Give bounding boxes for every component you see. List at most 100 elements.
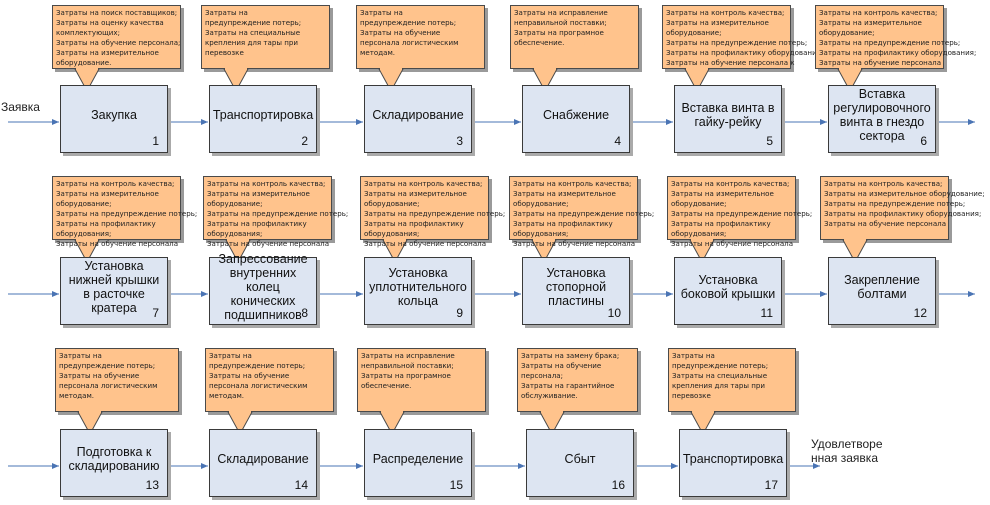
callout-pointer <box>842 239 868 264</box>
callout-text: Затраты на контроль качества; Затраты на… <box>666 8 824 67</box>
process-step: Снабжение 4 <box>522 85 630 153</box>
callout-pointer <box>74 68 100 93</box>
callout-pointer <box>223 68 249 93</box>
process-step-label: Вставка винта в гайку-рейку <box>681 100 775 129</box>
process-step-number: 7 <box>152 306 159 320</box>
callout-text: Затраты на исправление неправильной пост… <box>361 351 455 390</box>
callout-pointer <box>837 68 863 93</box>
process-step: Складирование 3 <box>364 85 472 153</box>
callout-pointer <box>382 239 408 264</box>
process-step-number: 6 <box>920 134 927 148</box>
process-step: Транспортировка 2 <box>209 85 317 153</box>
process-step: Распределение 15 <box>364 429 472 497</box>
process-step-number: 11 <box>760 306 773 320</box>
process-step-label: Закупка <box>91 107 137 122</box>
process-step: Складирование 14 <box>209 429 317 497</box>
cost-callout: Затраты на предупреждение потерь; Затрат… <box>205 348 334 436</box>
process-step-label: Установка стопорной пластины <box>545 265 607 308</box>
callout-pointer <box>684 68 710 93</box>
process-step-label: Транспортировка <box>212 107 314 122</box>
cost-callout: Затраты на замену брака; Затраты на обуч… <box>517 348 638 436</box>
process-step-number: 2 <box>301 134 308 148</box>
callout-pointer <box>531 239 557 264</box>
callout-text: Затраты на контроль качества; Затраты на… <box>671 179 813 248</box>
callout-text: Затраты на предупреждение потерь; Затрат… <box>672 351 769 400</box>
callout-text: Затраты на контроль качества; Затраты на… <box>819 8 977 67</box>
callout-text: Затраты на контроль качества; Затраты на… <box>513 179 655 248</box>
process-step-number: 17 <box>764 478 778 492</box>
callout-pointer <box>77 411 103 436</box>
process-step-label: Установка нижней крышки в расточке крате… <box>68 258 160 315</box>
cost-callout: Затраты на исправление неправильной пост… <box>510 5 639 93</box>
cost-callout: Затраты на контроль качества; Затраты на… <box>667 176 812 264</box>
callout-text: Затраты на предупреждение потерь; Затрат… <box>59 351 158 400</box>
cost-callout: Затраты на контроль качества; Затраты на… <box>509 176 654 264</box>
process-step-label: Складирование <box>372 107 464 122</box>
cost-callout: Затраты на контроль качества; Затраты на… <box>815 5 976 93</box>
process-step-label: Распределение <box>372 451 464 466</box>
callout-pointer <box>532 68 558 93</box>
process-step-number: 3 <box>456 134 463 148</box>
callout-pointer <box>690 411 716 436</box>
callout-pointer <box>539 411 565 436</box>
process-step-number: 12 <box>913 306 927 320</box>
process-step-label: Запрессование внутренних колец конически… <box>218 251 308 322</box>
callout-text: Затраты на контроль качества; Затраты на… <box>207 179 349 248</box>
process-step-label: Сбыт <box>564 451 596 466</box>
process-step-number: 9 <box>456 306 463 320</box>
callout-pointer <box>379 411 405 436</box>
process-step: Запрессование внутренних колец конически… <box>209 251 317 325</box>
process-step: Закрепление болтами 12 <box>828 257 936 325</box>
callout-text: Затраты на контроль качества; Затраты на… <box>56 179 198 248</box>
callout-text: Затраты на предупреждение потерь; Затрат… <box>209 351 308 400</box>
cost-callout: Затраты на исправление неправильной пост… <box>357 348 486 436</box>
process-step: Вставка винта в гайку-рейку 5 <box>674 85 782 153</box>
cost-callout: Затраты на предупреждение потерь; Затрат… <box>668 348 796 436</box>
cost-callout: Затраты на контроль качества; Затраты на… <box>203 176 348 264</box>
cost-callout: Затраты на контроль качества; Затраты на… <box>360 176 505 264</box>
process-step-number: 16 <box>611 478 625 492</box>
process-step-number: 8 <box>301 306 308 320</box>
cost-callout: Затраты на предупреждение потерь; Затрат… <box>356 5 485 93</box>
process-step: Подготовка к складированию 13 <box>60 429 168 497</box>
output-label: Удовлетворе нная заявка <box>811 437 883 465</box>
cost-callout: Затраты на контроль качества; Затраты на… <box>662 5 823 93</box>
process-step-label: Установка боковой крышки <box>680 272 776 301</box>
process-step-number: 4 <box>614 134 621 148</box>
input-label: Заявка <box>1 100 40 114</box>
process-step-number: 13 <box>145 478 159 492</box>
callout-text: Затраты на предупреждение потерь; Затрат… <box>205 8 302 57</box>
callout-text: Затраты на предупреждение потерь; Затрат… <box>360 8 459 57</box>
cost-callout: Затраты на предупреждение потерь; Затрат… <box>55 348 179 436</box>
cost-callout: Затраты на поиск поставщиков; Затраты на… <box>52 5 181 93</box>
callout-pointer <box>227 411 253 436</box>
process-step-label: Установка уплотнительного кольца <box>369 265 467 308</box>
cost-callout: Затраты на предупреждение потерь; Затрат… <box>201 5 330 93</box>
process-step-label: Закрепление болтами <box>844 272 920 301</box>
callout-text: Затраты на поиск поставщиков; Затраты на… <box>56 8 181 67</box>
process-step-number: 5 <box>766 134 773 148</box>
process-step: Сбыт 16 <box>526 429 634 497</box>
process-step: Установка боковой крышки 11 <box>674 257 782 325</box>
process-step-label: Вставка регулировочного винта в гнездо с… <box>833 86 931 143</box>
process-step-label: Снабжение <box>542 107 610 122</box>
process-step: Вставка регулировочного винта в гнездо с… <box>828 85 936 153</box>
process-step-label: Подготовка к складированию <box>68 444 160 473</box>
callout-pointer <box>689 239 715 264</box>
process-step: Установка нижней крышки в расточке крате… <box>60 257 168 325</box>
callout-text: Затраты на исправление неправильной пост… <box>514 8 608 47</box>
process-step-number: 14 <box>294 478 308 492</box>
process-step-number: 15 <box>449 478 463 492</box>
process-step-label: Складирование <box>217 451 309 466</box>
callout-text: Затраты на контроль качества; Затраты на… <box>824 179 985 228</box>
callout-pointer <box>225 239 251 264</box>
cost-callout: Затраты на контроль качества; Затраты на… <box>820 176 985 264</box>
process-step-number: 10 <box>607 306 621 320</box>
callout-pointer <box>74 239 100 264</box>
